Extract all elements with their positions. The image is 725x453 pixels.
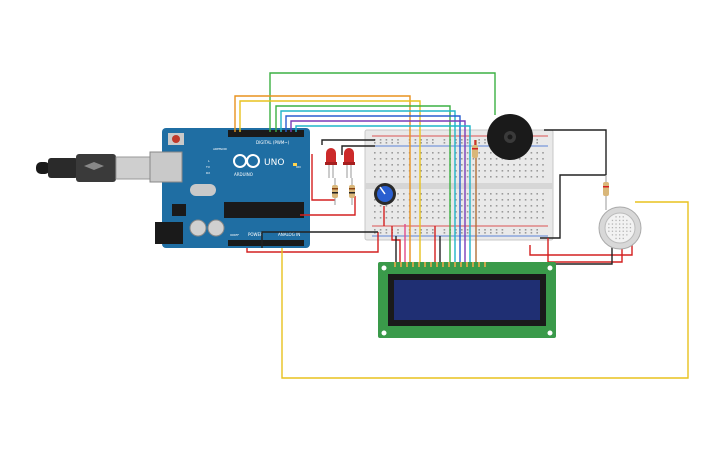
wire-orange-lcd	[234, 95, 411, 264]
usb-port	[149, 151, 183, 183]
voltage-regulator	[172, 204, 186, 216]
crystal	[190, 184, 216, 196]
atmega-chip	[224, 202, 304, 218]
wire-red-5v	[246, 232, 379, 253]
wire-red-led1	[311, 154, 335, 201]
capacitor	[207, 219, 225, 237]
wire-red-sensor	[529, 245, 633, 256]
wires	[234, 72, 689, 379]
red-led-2	[343, 148, 355, 178]
tx-label: TX	[205, 165, 210, 169]
capacitor	[189, 219, 207, 237]
lcd-pins	[394, 262, 486, 267]
arduino-logo	[233, 154, 260, 168]
on-label: ON	[296, 165, 301, 169]
wire-green-buzzer	[269, 72, 496, 132]
gas-sensor	[598, 206, 642, 250]
resistor-buzzer	[472, 145, 478, 158]
digital-header	[228, 130, 304, 137]
potentiometer	[374, 183, 396, 205]
wire-black-buzzer	[544, 129, 607, 175]
wire-green-lcd	[275, 105, 451, 264]
wire-blue-lcd	[285, 115, 461, 264]
rx-label: RX	[206, 171, 210, 175]
usb-cable	[36, 154, 167, 182]
piezo-buzzer	[487, 114, 533, 160]
breadboard-holes	[374, 139, 544, 234]
analog-header	[228, 240, 304, 246]
wire-black-gnd	[261, 231, 378, 248]
uno-label: UNO	[264, 158, 284, 168]
wire-black-led1	[321, 139, 375, 145]
aref-label: AREF	[213, 147, 221, 151]
resistor-sensor	[603, 175, 609, 210]
resistor-led-2	[349, 178, 355, 205]
wire-black-sensor-2	[548, 245, 613, 265]
wire-black-led2	[341, 145, 375, 155]
wire-cyan-lcd	[280, 110, 456, 264]
arduino-brand: ARDUINO	[234, 172, 253, 177]
lcd-16x2	[378, 262, 556, 338]
wire-yellow-sensor	[281, 201, 689, 379]
ioref-label: IOREF	[230, 233, 239, 237]
wire-red-led2	[300, 196, 356, 216]
wire-cyan-lcd-2	[295, 125, 471, 264]
wire-purple-lcd	[290, 120, 466, 264]
wire-red-sensor-2	[547, 238, 623, 263]
arduino-uno: UNO ARDUINO DIGITAL (PWM~) POWER ANALOG …	[149, 128, 310, 248]
wire-black-sensor	[540, 174, 606, 239]
gnd-label: GND	[220, 147, 228, 151]
red-led-1	[325, 148, 337, 178]
arduino-board	[162, 128, 310, 248]
analog-label: ANALOG IN	[278, 232, 300, 237]
lcd-screen	[394, 280, 540, 320]
digital-label: DIGITAL (PWM~)	[256, 140, 290, 145]
power-label: POWER	[248, 232, 263, 237]
l-label: L	[208, 159, 210, 163]
power-jack	[155, 222, 183, 244]
resistor-led-1	[332, 178, 338, 205]
wire-yellow-lcd	[239, 100, 421, 264]
